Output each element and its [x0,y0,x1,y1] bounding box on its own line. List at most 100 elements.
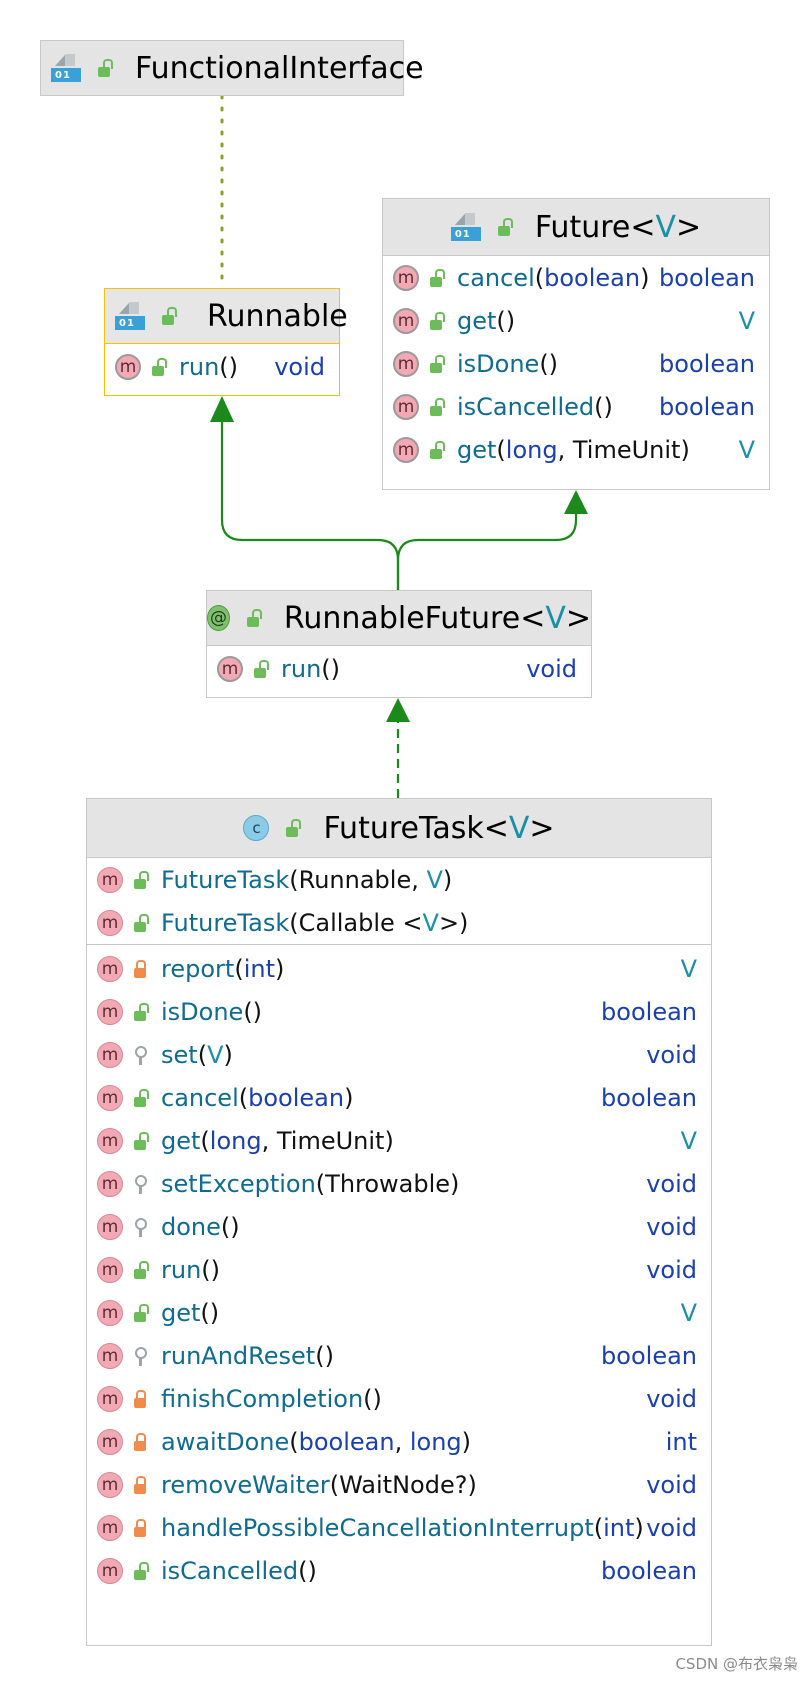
arrowhead-runnablefuture [386,698,410,722]
functional-interface-node[interactable]: 01 FunctionalInterface [40,40,424,96]
extends-edge-runnable [220,418,400,590]
method-return: void [646,1212,697,1241]
runnable-future-node[interactable]: @ RunnableFuture<V> m run() void [206,590,592,698]
abstract-method-icon: m [393,307,419,334]
method-return: void [526,655,577,684]
protected-icon [133,1045,147,1065]
future-task-title: FutureTask<V> [323,810,555,846]
private-icon [133,1518,147,1538]
future-title: Future<V> [534,209,702,245]
method-return: void [646,1470,697,1499]
method-args: (int) [593,1513,644,1542]
arrowhead-runnable [210,396,234,422]
public-icon [133,1561,149,1581]
public-icon [429,268,445,288]
constructor-args: (Runnable, V) [289,865,453,894]
method-icon: m [97,955,123,982]
method-args: (long, TimeUnit) [200,1126,394,1155]
method-return: V [738,435,755,464]
method-return: V [738,306,755,335]
runnable-future-header: @ RunnableFuture<V> [207,591,591,646]
method-icon: m [97,1127,123,1154]
method-args: () [321,655,341,684]
method-return: void [646,1255,697,1284]
abstract-method-icon: m [393,264,419,291]
private-icon [133,1475,147,1495]
method-args: () [363,1384,382,1413]
method-return: void [646,1384,697,1413]
method-icon: m [97,998,123,1025]
constructor-name: FutureTask [161,865,290,894]
future-header: 01 Future<V> [383,199,769,256]
method-args: () [539,349,559,378]
arrowhead-future [564,490,588,514]
public-icon [133,913,149,933]
public-icon [133,1002,149,1022]
method-row[interactable]: m run() void [105,344,339,391]
method-icon: m [97,1041,123,1068]
public-icon [97,58,113,78]
method-name: cancel [161,1083,239,1112]
method-args: (boolean, long) [289,1427,472,1456]
method-args: (int) [234,954,285,983]
method-name: run [179,353,220,382]
method-return: V [680,1126,697,1155]
method-name: awaitDone [161,1427,290,1456]
method-return: void [274,353,325,382]
constructor-args: (Callable <V>) [289,908,469,937]
method-row[interactable]: m run() void [207,646,591,693]
public-icon [429,311,445,331]
method-name: done [161,1212,221,1241]
watermark: CSDN @布衣枭枭 [675,1655,798,1673]
method-name: setException [161,1169,316,1198]
method-name: isDone [161,997,244,1026]
interface-icon: 01 [51,54,81,82]
method-args: () [594,392,613,421]
method-return: boolean [659,349,755,378]
public-icon [133,1260,149,1280]
method-return: boolean [601,1083,697,1112]
abstract-method-icon: m [115,354,141,381]
runnable-future-title: RunnableFuture<V> [283,600,591,636]
method-name: isDone [457,349,540,378]
public-icon [161,306,177,326]
private-icon [133,1432,147,1452]
method-return: boolean [659,392,755,421]
private-icon [133,959,147,979]
annotation-interface-icon: @ [207,605,230,631]
method-return: void [646,1169,697,1198]
protected-icon [133,1174,147,1194]
method-args: (V) [197,1040,233,1069]
method-args: (boolean) [238,1083,354,1112]
abstract-method-icon: m [217,656,243,683]
method-name: handlePossibleCancellationInterrupt [161,1513,594,1542]
runnable-node[interactable]: 01 Runnable m run() void [104,288,348,396]
public-icon [429,354,445,374]
abstract-method-icon: m [393,393,419,420]
